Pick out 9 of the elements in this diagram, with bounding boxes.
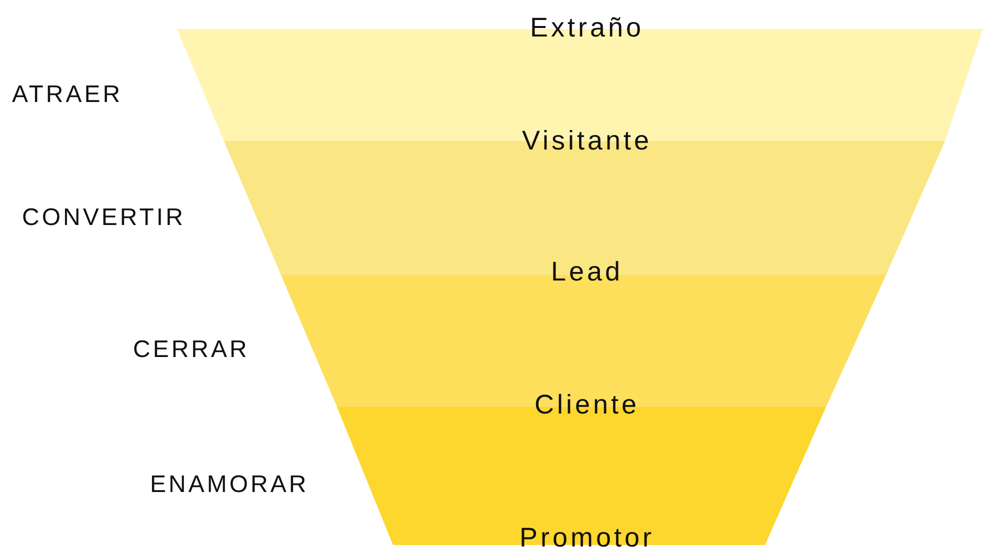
- stage-name: Cliente: [534, 390, 640, 420]
- phase-label: ATRAER: [12, 81, 123, 109]
- stage-name: Extraño: [530, 12, 644, 44]
- phase-label: CONVERTIR: [22, 204, 186, 232]
- stage-name: Promotor: [519, 522, 655, 554]
- stage-name: Visitante: [522, 126, 652, 156]
- phase-label: CERRAR: [133, 336, 250, 364]
- phase-label: ENAMORAR: [150, 471, 309, 499]
- stage-name: Lead: [550, 256, 624, 288]
